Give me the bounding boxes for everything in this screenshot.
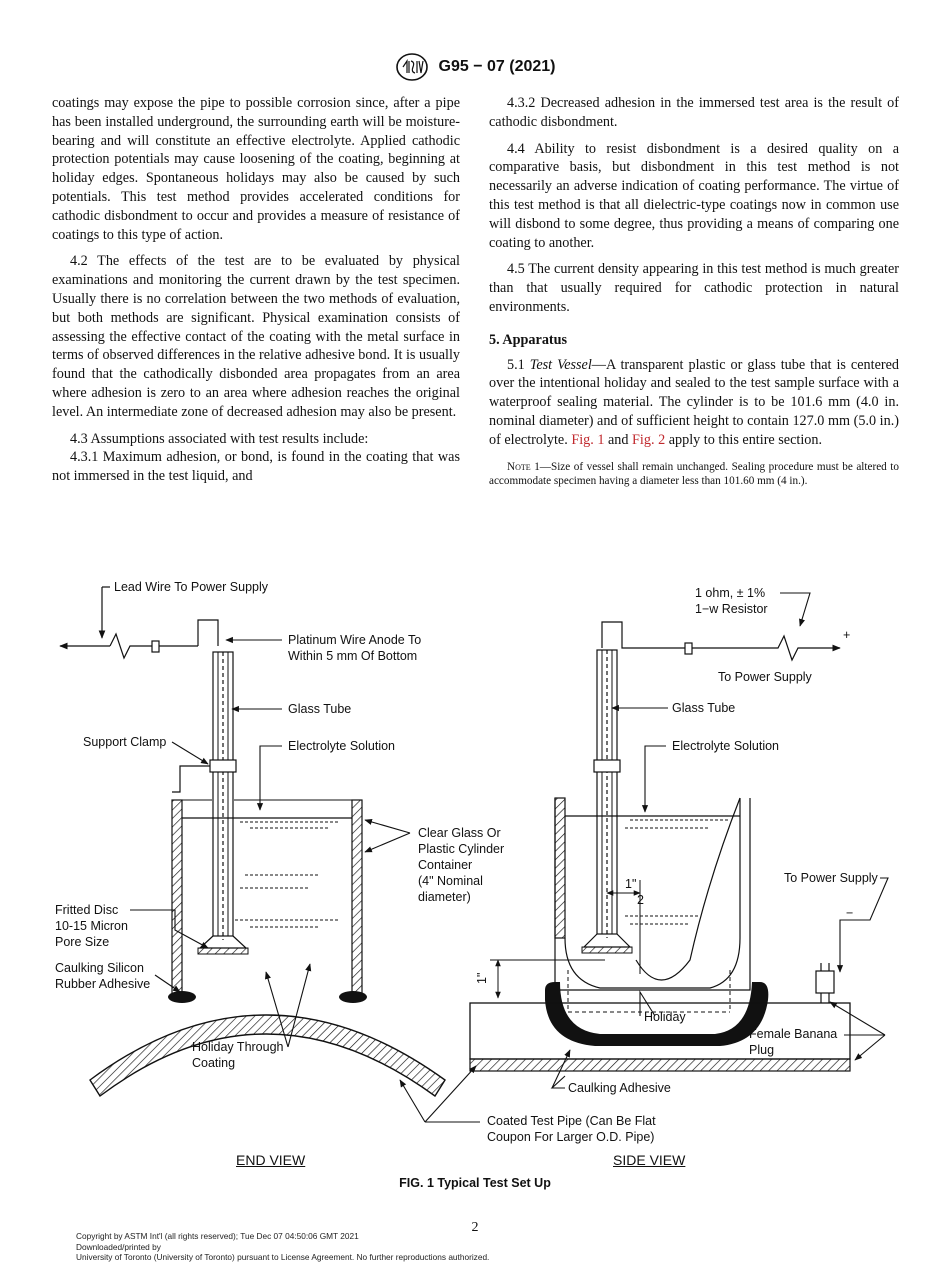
footer-line: Copyright by ASTM Int'l (all rights rese… <box>76 1231 359 1241</box>
label-lead-wire: Lead Wire To Power Supply <box>114 580 269 594</box>
figure-caption: FIG. 1 Typical Test Set Up <box>399 1176 551 1190</box>
end-view-title: END VIEW <box>236 1152 306 1168</box>
paragraph: coatings may expose the pipe to possible… <box>52 95 460 243</box>
label-caulk-2: Rubber Adhesive <box>55 977 150 991</box>
label-holiday: Holiday <box>644 1010 686 1024</box>
footer-line: Downloaded/printed by <box>76 1241 161 1252</box>
label-coated-1: Coated Test Pipe (Can Be Flat <box>487 1114 656 1128</box>
label-glass-tube: Glass Tube <box>288 702 351 716</box>
label-plus: + <box>843 628 850 642</box>
note: Note 1—Size of vessel shall remain uncha… <box>489 460 899 489</box>
label-support-clamp: Support Clamp <box>83 735 166 749</box>
label-resistor-2: 1−w Resistor <box>695 602 768 616</box>
label-electrolyte: Electrolyte Solution <box>288 739 395 753</box>
label-holiday-through-1: Holiday Through <box>192 1040 284 1054</box>
clause-number: 5.1 <box>507 356 525 373</box>
paragraph: 4.4 Ability to resist disbondment is a d… <box>489 140 899 251</box>
label-minus: − <box>846 906 853 920</box>
label-fritted-3: Pore Size <box>55 935 109 949</box>
label-container-5: diameter) <box>418 890 471 904</box>
paragraph: 4.3.2 Decreased adhesion in the immersed… <box>489 95 899 130</box>
fig2-link[interactable]: Fig. 2 <box>632 431 666 448</box>
clause-text: —A transparent plastic or glass tube tha… <box>489 356 899 448</box>
label-one-inch: 1" <box>475 973 489 984</box>
label-electrolyte-2: Electrolyte Solution <box>672 739 779 753</box>
label-banana-2: Plug <box>749 1043 774 1057</box>
note-label: Note <box>507 460 531 473</box>
paragraph: 4.3 Assumptions associated with test res… <box>70 430 369 447</box>
page-header: G95 − 07 (2021) <box>0 52 950 82</box>
paragraph: 5.1 Test Vessel—A transparent plastic or… <box>489 356 899 450</box>
clause-tail: apply to this entire section. <box>668 431 822 448</box>
note-text: 1—Size of vessel shall remain unchanged.… <box>489 460 899 488</box>
label-container-2: Plastic Cylinder <box>418 842 504 856</box>
figure-1: Lead Wire To Power Supply Platinum Wire … <box>40 560 910 1168</box>
side-view-title: SIDE VIEW <box>613 1152 686 1168</box>
left-column: coatings may expose the pipe to possible… <box>52 94 460 494</box>
footer-line: University of Toronto (University of Tor… <box>76 1252 490 1262</box>
end-view: Lead Wire To Power Supply Platinum Wire … <box>55 580 504 1098</box>
astm-logo-icon <box>395 53 428 81</box>
label-glass-tube-2: Glass Tube <box>672 701 735 715</box>
label-to-power-supply: To Power Supply <box>718 670 813 684</box>
label-caulking-adhesive: Caulking Adhesive <box>568 1081 671 1095</box>
paragraph: 4.3.1 Maximum adhesion, or bond, is foun… <box>52 449 460 485</box>
page-number: 2 <box>471 1220 479 1235</box>
label-to-power-supply-2: To Power Supply <box>784 871 879 885</box>
label-caulk-1: Caulking Silicon <box>55 961 144 975</box>
paragraph: 4.2 The effects of the test are to be ev… <box>52 253 460 420</box>
paragraph: 4.5 The current density appearing in thi… <box>489 261 899 315</box>
fig1-link[interactable]: Fig. 1 <box>571 431 605 448</box>
label-container-3: Container <box>418 858 472 872</box>
label-platinum-1: Platinum Wire Anode To <box>288 633 421 647</box>
label-container-4: (4" Nominal <box>418 874 483 888</box>
conjunction: and <box>608 431 629 448</box>
footer: Copyright by ASTM Int'l (all rights rese… <box>76 1231 489 1263</box>
label-half-inch: 1" <box>625 877 636 891</box>
clause-term: Test Vessel <box>529 356 592 373</box>
label-fritted-1: Fritted Disc <box>55 903 118 917</box>
test-setup-diagram: Lead Wire To Power Supply Platinum Wire … <box>55 580 889 1144</box>
label-holiday-through-2: Coating <box>192 1056 235 1070</box>
label-half-inch-den: 2 <box>637 893 644 907</box>
section-title: 5. Apparatus <box>489 331 568 348</box>
side-view: 1 ohm, ± 1% 1−w Resistor + To Power Supp… <box>399 586 889 1144</box>
standard-designation: G95 − 07 (2021) <box>438 58 556 75</box>
label-coated-2: Coupon For Larger O.D. Pipe) <box>487 1130 654 1144</box>
label-resistor-1: 1 ohm, ± 1% <box>695 586 765 600</box>
label-banana-1: Female Banana <box>749 1027 837 1041</box>
label-platinum-2: Within 5 mm Of Bottom <box>288 649 417 663</box>
label-fritted-2: 10-15 Micron <box>55 919 128 933</box>
label-container-1: Clear Glass Or <box>418 826 501 840</box>
right-column: 4.3.2 Decreased adhesion in the immersed… <box>489 94 899 497</box>
